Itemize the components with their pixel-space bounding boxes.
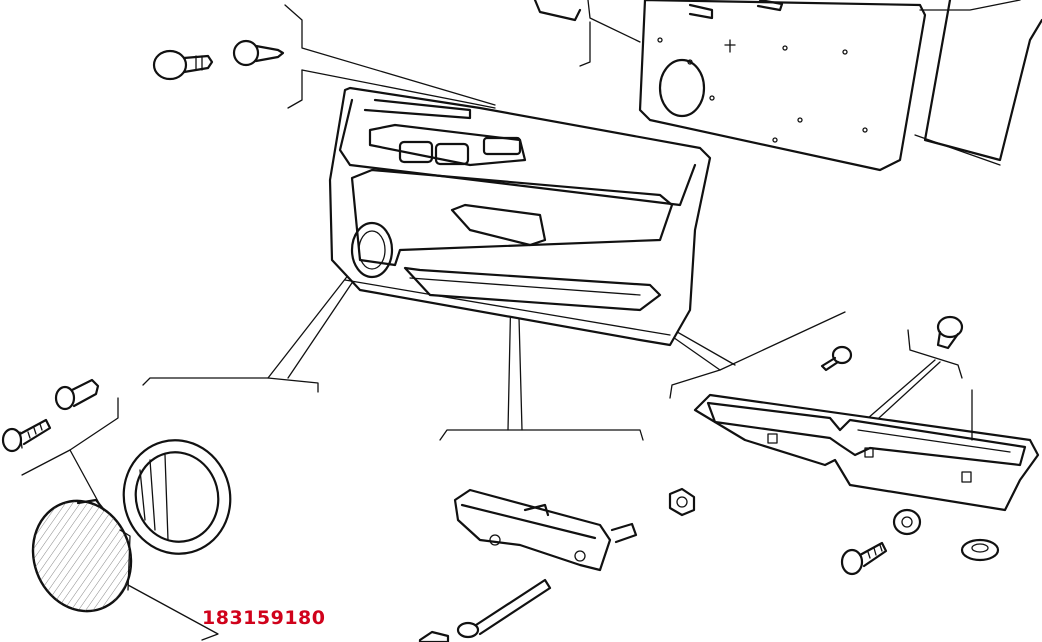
trim-clip-2	[232, 39, 285, 67]
nut-center	[668, 487, 696, 517]
plug-left	[54, 378, 100, 411]
door-armrest-pocket	[693, 389, 1040, 512]
trim-clip-1	[152, 49, 214, 81]
door-trim-panel	[328, 86, 712, 347]
part-number-label: 183159180	[202, 607, 326, 629]
screw-left	[1, 418, 52, 453]
nut-right	[892, 508, 922, 536]
clip-right-bottom	[960, 538, 1000, 562]
clip-right	[936, 315, 964, 350]
clip-bottom	[418, 630, 450, 642]
handle-bolt	[456, 578, 552, 639]
door-pull-handle	[453, 488, 638, 572]
speaker-ring	[122, 439, 232, 555]
door-inner-panel	[533, 0, 1042, 172]
bolt-right	[840, 541, 888, 576]
screw-right-top	[820, 345, 853, 372]
